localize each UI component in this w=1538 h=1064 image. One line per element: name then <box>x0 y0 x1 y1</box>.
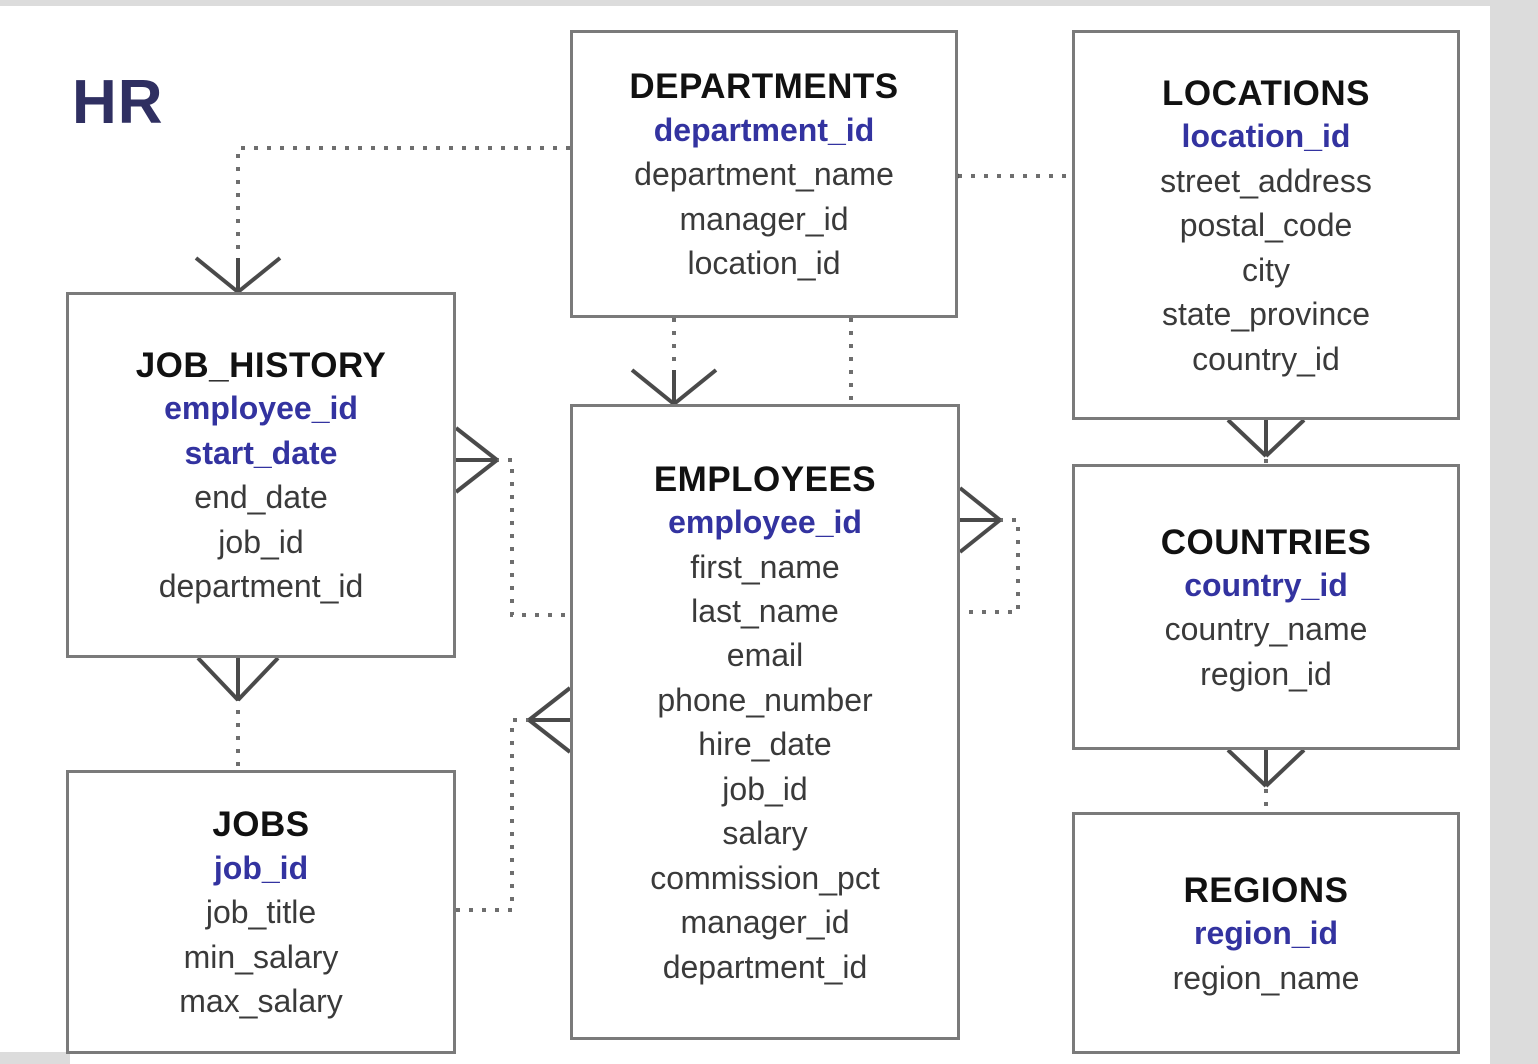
primary-key-attribute-jobs-job_id: job_id <box>213 849 309 886</box>
primary-key-attribute-countries-country_id: country_id <box>1184 566 1348 603</box>
attribute-employees-job_id: job_id <box>722 770 808 807</box>
entity-title-jobs: JOBS <box>212 805 310 845</box>
entity-title-countries: COUNTRIES <box>1160 522 1372 562</box>
attribute-employees-salary: salary <box>722 815 808 852</box>
page-edge-strip-top <box>0 0 1538 6</box>
entity-title-locations: LOCATIONS <box>1161 73 1370 113</box>
attribute-locations-postal_code: postal_code <box>1179 207 1353 244</box>
attribute-employees-commission_pct: commission_pct <box>650 859 880 896</box>
entity-box-job_history[interactable]: JOB_HISTORY employee_id start_date end_date… <box>66 292 456 658</box>
entity-title-regions: REGIONS <box>1183 870 1349 910</box>
attribute-employees-phone_number: phone_number <box>657 681 873 718</box>
attribute-jobs-max_salary: max_salary <box>179 983 343 1020</box>
crowfoot-countries-bottom <box>1226 748 1306 788</box>
primary-key-attribute-regions-region_id: region_id <box>1193 915 1338 952</box>
primary-key-attribute-job_history-start_date: start_date <box>184 434 338 471</box>
attribute-employees-email: email <box>726 637 804 674</box>
crowfoot-job-history-top <box>194 256 282 294</box>
attribute-countries-region_id: region_id <box>1200 655 1332 692</box>
entity-title-job_history: JOB_HISTORY <box>135 346 387 386</box>
attribute-locations-city: city <box>1242 251 1290 288</box>
connector-departments-job-history <box>236 146 570 292</box>
page-edge-strip-right <box>1490 0 1538 1064</box>
attribute-employees-manager_id: manager_id <box>680 904 850 941</box>
attribute-employees-hire_date: hire_date <box>698 726 832 763</box>
crowfoot-job-history-right-marker <box>454 426 499 494</box>
attribute-job_history-department_id: department_id <box>158 568 364 605</box>
crowfoot-employees-left <box>527 686 572 754</box>
attribute-countries-country_name: country_name <box>1164 611 1368 648</box>
crowfoot-locations-bottom <box>1226 418 1306 458</box>
attribute-jobs-job_title: job_title <box>205 894 317 931</box>
entity-box-regions[interactable]: REGIONS region_id region_name <box>1072 812 1460 1054</box>
crowfoot-employees-self-right <box>958 486 1002 554</box>
attribute-employees-last_name: last_name <box>691 593 839 629</box>
attribute-locations-street_address: street_address <box>1160 162 1372 199</box>
connector-job-history-employees <box>456 458 570 617</box>
attribute-jobs-min_salary: min_salary <box>183 938 339 975</box>
primary-key-attribute-departments-department_id: department_id <box>653 111 875 148</box>
attribute-locations-state_province: state_province <box>1161 296 1371 333</box>
schema-title: HR <box>72 68 164 137</box>
attribute-employees-department_id: department_id <box>662 948 868 985</box>
entity-title-employees: EMPLOYEES <box>653 459 877 499</box>
primary-key-attribute-job_history-employee_id: employee_id <box>164 390 358 427</box>
attribute-employees-first_name: first_name <box>690 548 840 585</box>
primary-key-attribute-locations-location_id: location_id <box>1181 118 1351 155</box>
attribute-departments-manager_id: manager_id <box>679 200 849 237</box>
crowfoot-employees-top <box>630 368 718 406</box>
attribute-regions-region_name: region_name <box>1172 959 1360 996</box>
attribute-locations-country_id: country_id <box>1192 340 1340 377</box>
entity-title-departments: DEPARTMENTS <box>629 67 899 107</box>
attribute-departments-department_name: department_name <box>634 156 894 193</box>
attribute-job_history-job_id: job_id <box>218 523 304 560</box>
primary-key-attribute-employees-employee_id: employee_id <box>668 504 862 541</box>
entity-box-countries[interactable]: COUNTRIES country_id country_name region_id <box>1072 464 1460 750</box>
connector-jobs-employees <box>456 718 570 912</box>
connector-employees-self <box>960 518 1020 614</box>
crowfoot-job-history-bottom <box>196 656 280 702</box>
attribute-job_history-end_date: end_date <box>194 479 328 516</box>
entity-box-jobs[interactable]: JOBS job_id job_title min_salary max_salary <box>66 770 456 1054</box>
attribute-departments-location_id: location_id <box>687 245 841 282</box>
page-edge-strip-bottom-left <box>0 1052 70 1064</box>
